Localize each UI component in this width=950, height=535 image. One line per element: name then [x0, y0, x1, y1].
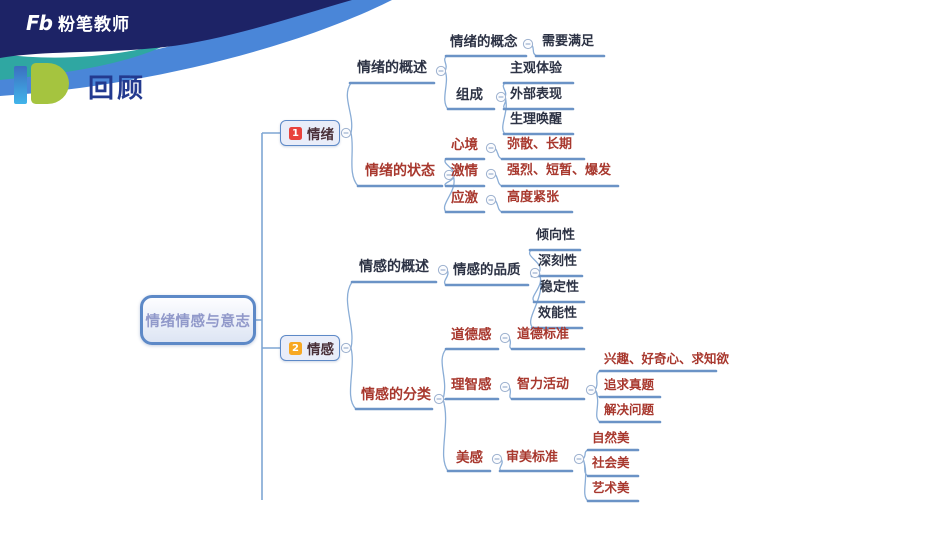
node-moral-standard[interactable]: 道德标准 [517, 327, 570, 342]
node-physiological-arousal[interactable]: 生理唤醒 [510, 112, 563, 127]
node-problem-solving[interactable]: 解决问题 [604, 402, 655, 417]
node-passion[interactable]: 激情 [451, 163, 478, 179]
node-stress[interactable]: 应激 [451, 190, 478, 206]
collapse-toggle[interactable] [499, 381, 511, 393]
trunk-lines [256, 132, 280, 500]
node-need-satisfaction[interactable]: 需要满足 [542, 34, 595, 49]
root-node[interactable]: 情绪情感与意志 [140, 295, 256, 345]
node-feeling-categories[interactable]: 情感的分类 [361, 387, 431, 403]
node-subjective-experience[interactable]: 主观体验 [510, 61, 563, 76]
node-quality-depth[interactable]: 深刻性 [538, 254, 578, 269]
node-stress-features[interactable]: 高度紧张 [507, 190, 560, 205]
collapse-toggle[interactable] [485, 168, 497, 180]
node-pursue-truth[interactable]: 追求真题 [604, 377, 655, 392]
node-emotion-overview[interactable]: 情绪的概述 [357, 60, 427, 76]
brand-name: 粉笔教师 [57, 15, 130, 35]
node-passion-features[interactable]: 强烈、短暂、爆发 [507, 163, 612, 178]
collapse-toggle[interactable] [443, 169, 455, 181]
node-natural-beauty[interactable]: 自然美 [592, 430, 630, 445]
node-quality-stability[interactable]: 稳定性 [540, 280, 580, 295]
collapse-toggle[interactable] [495, 91, 507, 103]
collapse-toggle[interactable] [340, 342, 352, 354]
id-logo-d-icon [31, 63, 69, 104]
collapse-toggle[interactable] [485, 142, 497, 154]
node-moral-sense[interactable]: 道德感 [451, 327, 492, 343]
collapse-toggle[interactable] [433, 393, 445, 405]
id-logo-bar-icon [14, 66, 27, 104]
id-logo-icon [14, 63, 72, 105]
branch-feeling-node[interactable]: 2 情感 [280, 335, 340, 361]
branch-emotion-node[interactable]: 1 情绪 [280, 120, 340, 146]
collapse-toggle[interactable] [435, 65, 447, 77]
node-rational-sense[interactable]: 理智感 [451, 377, 492, 393]
fenbi-logo-icon: Fb [26, 10, 53, 35]
node-external-expression[interactable]: 外部表现 [510, 87, 563, 102]
node-emotion-concept[interactable]: 情绪的概念 [450, 34, 518, 50]
node-aesthetic-standard[interactable]: 审美标准 [506, 450, 559, 465]
node-mood[interactable]: 心境 [451, 137, 478, 153]
node-intellectual-activity[interactable]: 智力活动 [517, 377, 570, 392]
brand-logo: Fb 粉笔教师 [26, 10, 130, 36]
node-feeling: 情感 [307, 342, 334, 358]
node-components[interactable]: 组成 [456, 87, 483, 103]
collapse-toggle[interactable] [585, 384, 597, 396]
badge-2-icon: 2 [289, 341, 302, 355]
node-mood-features[interactable]: 弥散、长期 [507, 137, 573, 152]
badge-1-icon: 1 [289, 126, 302, 140]
node-feeling-qualities[interactable]: 情感的品质 [453, 262, 521, 278]
node-social-beauty[interactable]: 社会美 [592, 455, 630, 470]
node-interest-curiosity[interactable]: 兴趣、好奇心、求知欲 [604, 351, 730, 366]
review-title: 回顾 [88, 74, 147, 104]
node-artistic-beauty[interactable]: 艺术美 [592, 480, 630, 495]
collapse-toggle[interactable] [437, 264, 449, 276]
collapse-toggle[interactable] [499, 332, 511, 344]
root-node-label: 情绪情感与意志 [145, 313, 251, 330]
collapse-toggle[interactable] [485, 194, 497, 206]
collapse-toggle[interactable] [573, 453, 585, 465]
node-emotion-states[interactable]: 情绪的状态 [365, 163, 435, 179]
collapse-toggle[interactable] [522, 38, 534, 50]
node-feeling-overview[interactable]: 情感的概述 [359, 259, 429, 275]
node-quality-tendency[interactable]: 倾向性 [536, 228, 576, 243]
collapse-toggle[interactable] [340, 127, 352, 139]
collapse-toggle[interactable] [491, 453, 503, 465]
node-emotion: 情绪 [307, 127, 334, 143]
collapse-toggle[interactable] [529, 267, 541, 279]
node-aesthetic-sense[interactable]: 美感 [456, 450, 483, 466]
node-underlines [348, 54, 718, 503]
node-quality-efficacy[interactable]: 效能性 [538, 306, 578, 321]
